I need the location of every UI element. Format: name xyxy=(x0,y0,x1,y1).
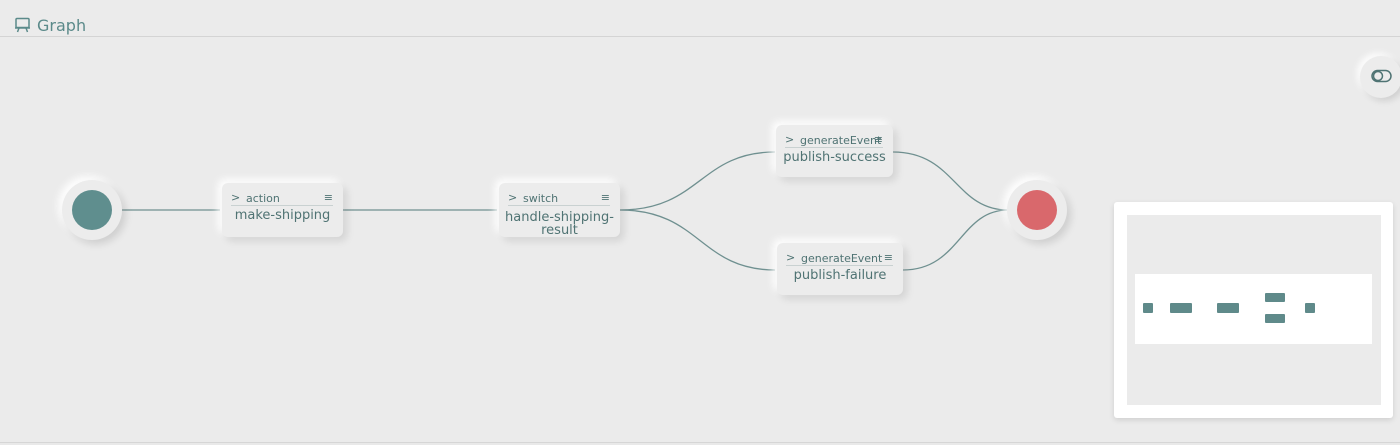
edge-handle-to-publish-success xyxy=(619,151,776,211)
minimap-node xyxy=(1217,303,1239,313)
edges-layer xyxy=(122,151,1009,271)
chevron-right-icon[interactable]: > xyxy=(785,133,795,146)
minimap-node xyxy=(1170,303,1192,313)
minimap-node xyxy=(1143,303,1153,313)
node-label: handle-shipping-result xyxy=(505,210,614,238)
node-handle-shipping-result[interactable]: > switch ≡ handle-shipping-result xyxy=(499,183,620,237)
node-header: > action ≡ xyxy=(231,191,333,206)
toggle-button[interactable] xyxy=(1360,56,1400,98)
panel-header: Graph xyxy=(0,0,1400,37)
presentation-board-icon xyxy=(14,17,32,33)
node-label: publish-failure xyxy=(793,268,887,283)
node-header: > generateEvent ≡ xyxy=(786,251,893,266)
chevron-right-icon[interactable]: > xyxy=(508,191,518,204)
end-node[interactable] xyxy=(1007,180,1067,240)
end-node-dot xyxy=(1017,190,1057,230)
menu-lines-icon[interactable]: ≡ xyxy=(873,133,883,146)
graph-canvas[interactable]: > action ≡ make-shipping > switch ≡ hand… xyxy=(0,37,1400,442)
panel-title: Graph xyxy=(37,16,87,35)
toggle-icon xyxy=(1371,69,1392,83)
node-type: generateEvent xyxy=(801,252,883,265)
start-node[interactable] xyxy=(62,180,122,240)
menu-lines-icon[interactable]: ≡ xyxy=(883,251,893,264)
chevron-right-icon[interactable]: > xyxy=(786,251,796,264)
edge-handle-to-publish-failure xyxy=(619,209,776,271)
node-publish-success[interactable]: > generateEvent ≡ publish-success xyxy=(776,125,893,177)
chevron-right-icon[interactable]: > xyxy=(231,191,241,204)
node-label: publish-success xyxy=(783,150,886,165)
minimap-node xyxy=(1265,293,1285,302)
edge-publish-success-to-end xyxy=(892,151,1009,211)
node-type: switch xyxy=(523,192,559,205)
minimap-node xyxy=(1265,314,1285,323)
edge-publish-failure-to-end xyxy=(902,209,1009,271)
start-node-dot xyxy=(72,190,112,230)
node-make-shipping[interactable]: > action ≡ make-shipping xyxy=(222,183,343,237)
minimap[interactable] xyxy=(1114,202,1393,418)
minimap-node xyxy=(1305,303,1315,313)
menu-lines-icon[interactable]: ≡ xyxy=(323,191,333,204)
node-publish-failure[interactable]: > generateEvent ≡ publish-failure xyxy=(777,243,903,295)
node-label: make-shipping xyxy=(234,208,331,223)
node-type: action xyxy=(246,192,280,205)
node-type: generateEvent xyxy=(800,134,882,147)
node-header: > switch ≡ xyxy=(508,191,610,206)
node-header: > generateEvent ≡ xyxy=(785,133,883,148)
menu-lines-icon[interactable]: ≡ xyxy=(600,191,610,204)
